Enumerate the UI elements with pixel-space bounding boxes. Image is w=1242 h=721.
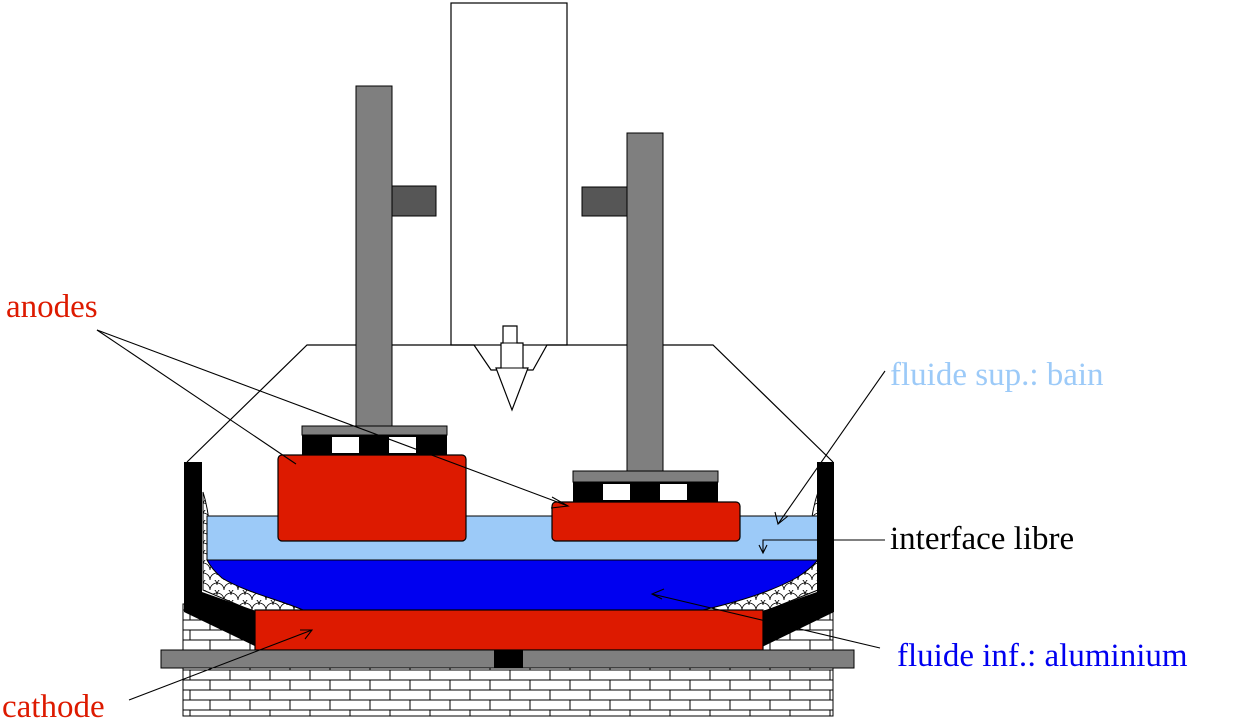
central-column	[450, 2, 568, 346]
leader-lines	[96, 329, 886, 701]
cathode-block	[254, 609, 764, 651]
label-bath: fluide sup.: bain	[890, 357, 1104, 393]
right-rod-clamp	[581, 186, 628, 217]
right-anode-yoke	[572, 470, 719, 483]
right-shell-wall	[760, 462, 834, 648]
left-anode-block	[277, 454, 467, 542]
label-aluminium: fluide inf.: aluminium	[897, 638, 1188, 674]
label-interface: interface libre	[890, 521, 1074, 557]
label-cathode: cathode	[2, 689, 105, 721]
right-anode-block	[551, 501, 741, 542]
left-rod-clamp	[391, 185, 437, 217]
collector-bar-center	[494, 650, 523, 668]
brick-base	[182, 667, 834, 717]
left-shell-wall	[184, 462, 259, 648]
left-anode-rod	[355, 85, 393, 429]
label-anodes: anodes	[6, 289, 98, 325]
right-anode-rod	[626, 132, 664, 474]
aluminium-layer	[206, 559, 820, 611]
